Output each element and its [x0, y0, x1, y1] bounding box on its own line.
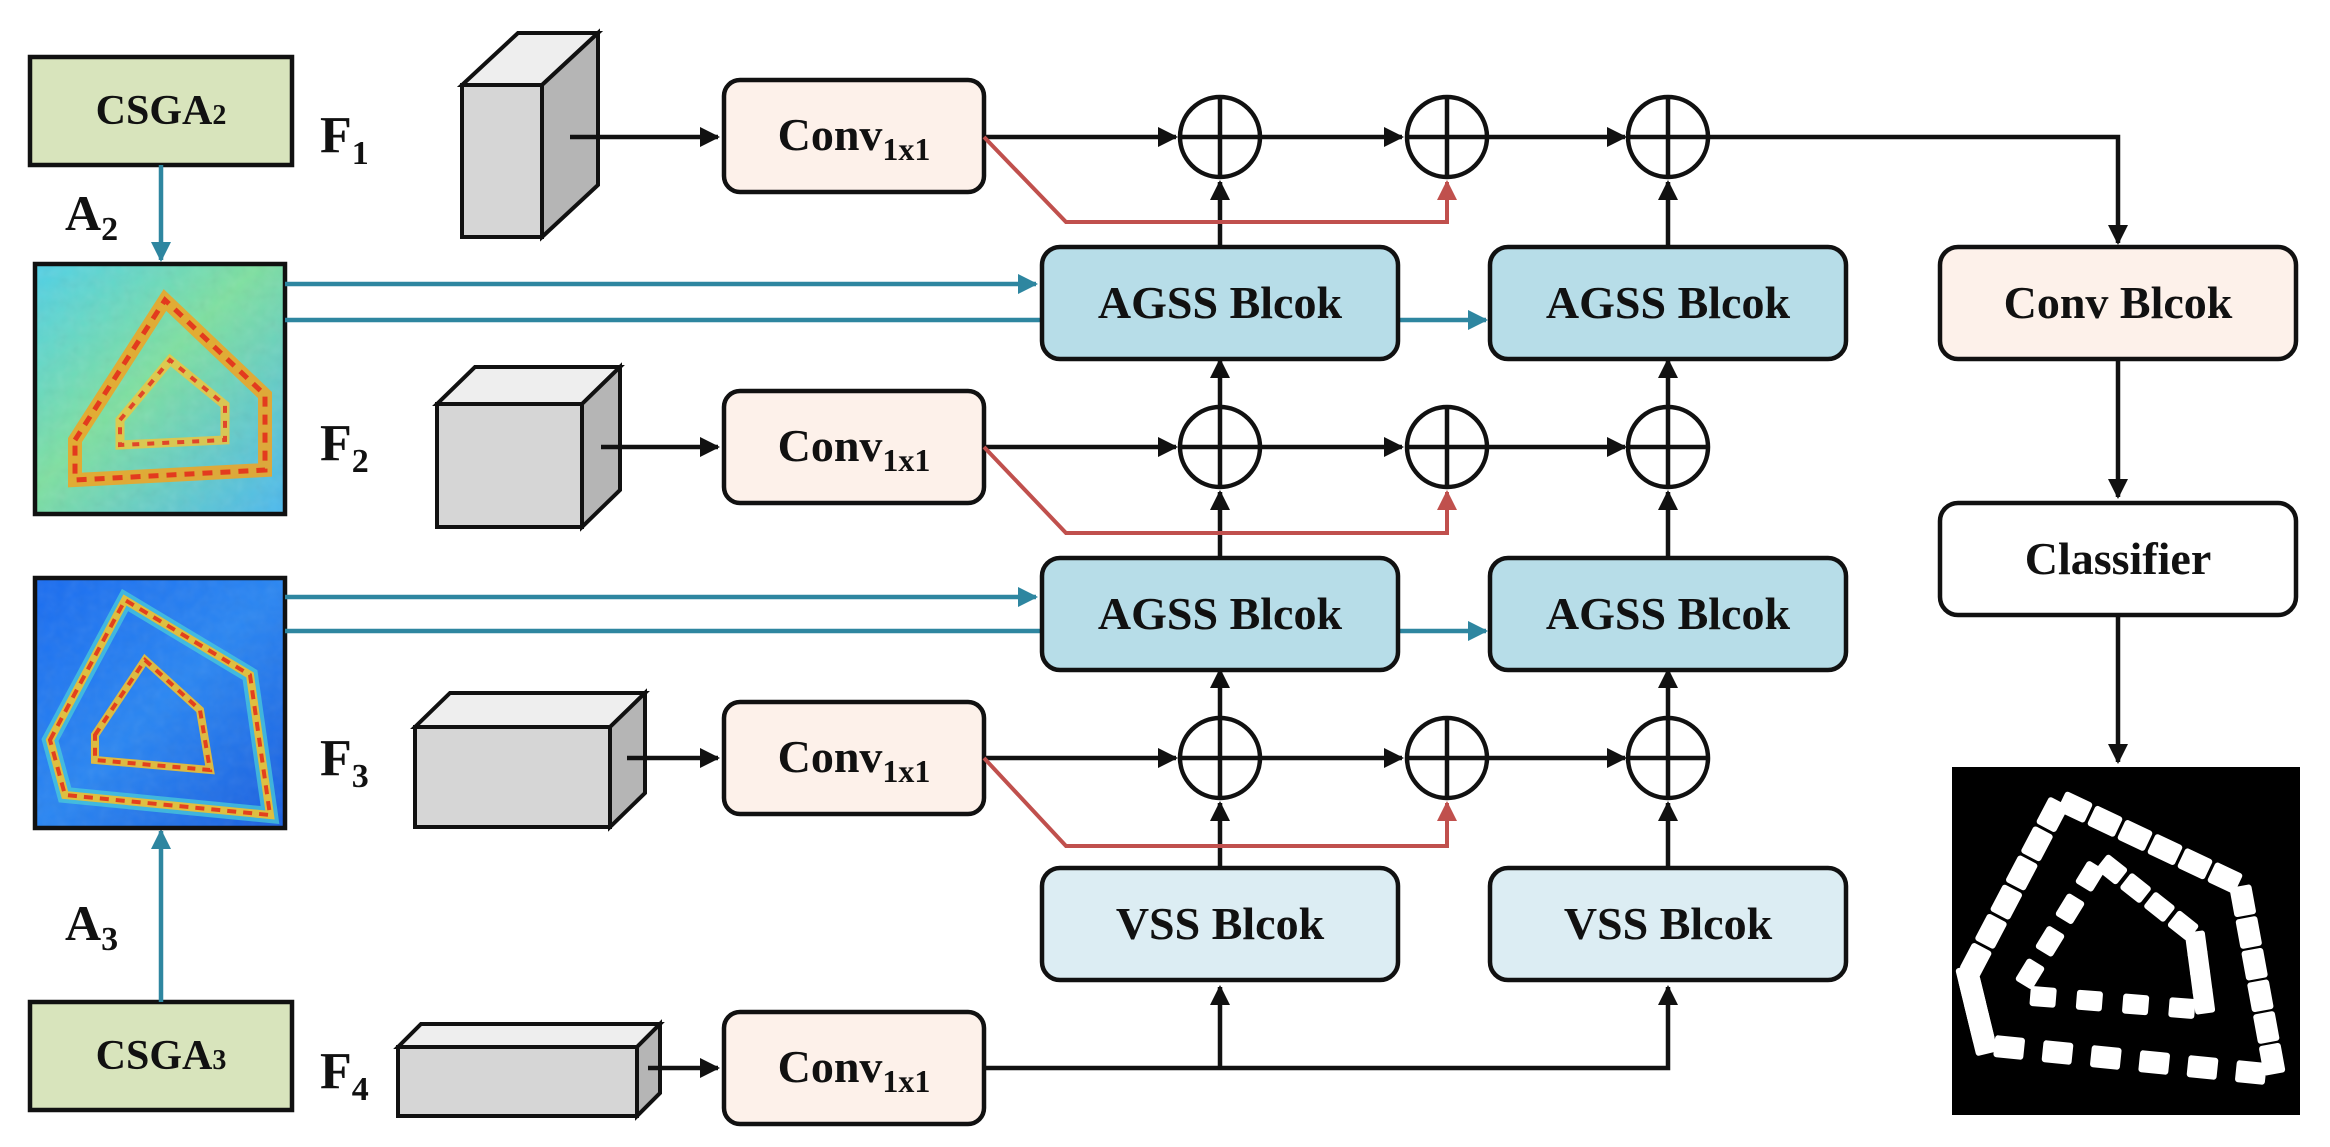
skip-connection-row2	[982, 445, 1457, 535]
circle-plus-icon	[1625, 404, 1711, 490]
feature-label-f4: F4	[320, 1043, 369, 1108]
csga-top-box: CSGA2	[27, 54, 295, 168]
svg-text:AGSS Blcok: AGSS Blcok	[1546, 277, 1791, 328]
circle-plus-icon	[1404, 94, 1490, 180]
svg-text:CSGA2: CSGA2	[96, 88, 227, 134]
circle-plus-icon	[1404, 715, 1490, 801]
circle-plus-icon	[1177, 404, 1263, 490]
svg-text:CSGA3: CSGA3	[96, 1033, 227, 1079]
svg-text:VSS Blcok: VSS Blcok	[1564, 898, 1773, 949]
sum-nodes	[1177, 94, 1711, 801]
svg-text:Conv1x1: Conv1x1	[778, 1041, 931, 1099]
segmentation-mask-image	[1952, 767, 2300, 1115]
circle-plus-icon	[1177, 715, 1263, 801]
attention-bottom-label: A3	[65, 895, 118, 958]
svg-text:VSS Blcok: VSS Blcok	[1116, 898, 1325, 949]
svg-text:Classifier: Classifier	[2025, 533, 2212, 584]
conv4-path	[984, 984, 1679, 1071]
circle-plus-icon	[1404, 404, 1490, 490]
attention-top-label: A2	[65, 185, 118, 248]
attention-map-top-image	[32, 261, 288, 517]
agss-block-row2-col2: AGSS Blcok	[1487, 555, 1849, 673]
feature-label-f3: F3	[320, 730, 369, 795]
agss-block-row2-col1: AGSS Blcok	[1039, 555, 1401, 673]
conv1x1-block-4: Conv1x1	[721, 1009, 987, 1127]
csga-top-sub: 2	[212, 100, 226, 131]
output-path-arrow	[1708, 134, 2129, 246]
circle-plus-icon	[1625, 715, 1711, 801]
csga-bottom-sub: 3	[212, 1045, 226, 1076]
svg-text:Conv1x1: Conv1x1	[778, 420, 931, 478]
classifier-block: Classifier	[1937, 500, 2299, 618]
circle-plus-icon	[1625, 94, 1711, 180]
cuboid-icon	[410, 688, 650, 832]
skip-connection-row3	[982, 756, 1457, 848]
svg-text:Conv1x1: Conv1x1	[778, 109, 931, 167]
svg-text:AGSS Blcok: AGSS Blcok	[1098, 588, 1343, 639]
csga-bottom-label: CSGA	[96, 1033, 213, 1079]
csga-top-label: CSGA	[96, 88, 213, 134]
cuboid-icon	[393, 1019, 665, 1121]
skip-connection-row1	[982, 135, 1457, 224]
agss-block-row1-col1: AGSS Blcok	[1039, 244, 1401, 362]
svg-text:Conv1x1: Conv1x1	[778, 731, 931, 789]
feature-label-f1: F1	[320, 107, 369, 172]
feature-label-f2: F2	[320, 415, 369, 480]
conv1x1-block-2: Conv1x1	[721, 388, 987, 506]
conv-block: Conv Blcok	[1937, 244, 2299, 362]
conv1x1-block-1: Conv1x1	[721, 77, 987, 195]
svg-text:Conv Blcok: Conv Blcok	[2004, 277, 2233, 328]
attention-map-bottom-image	[32, 575, 288, 831]
conv1x1-block-3: Conv1x1	[721, 699, 987, 817]
cuboid-icon	[432, 362, 625, 532]
circle-plus-icon	[1177, 94, 1263, 180]
agss-block-row1-col2: AGSS Blcok	[1487, 244, 1849, 362]
csga-bottom-box: CSGA3	[27, 999, 295, 1113]
svg-text:AGSS Blcok: AGSS Blcok	[1546, 588, 1791, 639]
vss-block-col2: VSS Blcok	[1487, 865, 1849, 983]
vss-block-col1: VSS Blcok	[1039, 865, 1401, 983]
svg-text:AGSS Blcok: AGSS Blcok	[1098, 277, 1343, 328]
